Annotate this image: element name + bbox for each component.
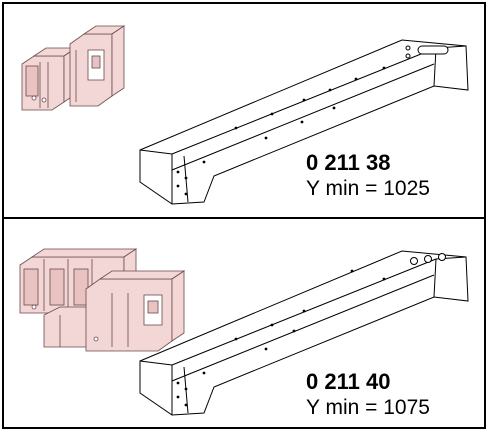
min-height-text: Y min = 1025 (306, 177, 430, 200)
circuit-breaker-icon (21, 25, 126, 111)
product-label-2: 0 211 40 Y min = 1075 (306, 369, 464, 421)
product-code: 0 211 38 (306, 150, 391, 175)
product-code: 0 211 40 (306, 369, 391, 394)
mounting-rail-icon (139, 39, 469, 205)
panel-divider (4, 217, 484, 219)
product-panel-1: 0 211 38 Y min = 1025 (4, 4, 484, 217)
product-drawing-1 (21, 25, 469, 205)
product-drawing-2 (19, 248, 469, 416)
mounting-rail-icon (139, 250, 469, 416)
product-panel-2: 0 211 40 Y min = 1075 (4, 219, 484, 427)
circuit-breaker-icon (19, 248, 186, 352)
min-height-text: Y min = 1075 (306, 396, 430, 419)
product-label-1: 0 211 38 Y min = 1025 (306, 150, 464, 202)
product-sheet: 0 211 38 Y min = 1025 (2, 2, 486, 429)
